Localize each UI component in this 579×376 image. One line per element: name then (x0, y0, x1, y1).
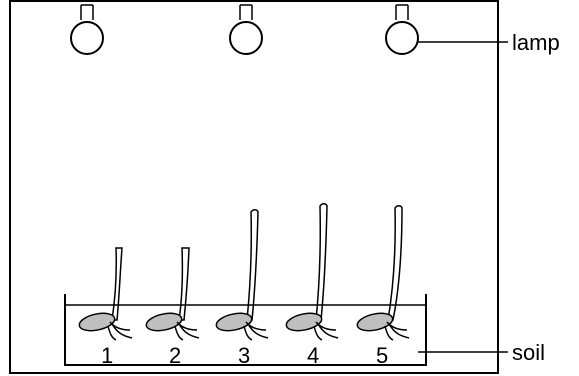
seedling-1 (78, 247, 133, 341)
seed-4 (285, 312, 323, 332)
soil-tray (64, 294, 427, 366)
roots-3 (243, 321, 269, 341)
seedling-4 (285, 203, 339, 341)
lamp-1 (70, 4, 104, 55)
seedling-5 (356, 205, 410, 341)
roots-4 (313, 321, 339, 341)
roots-5 (384, 321, 410, 341)
seedling-2 (145, 247, 200, 341)
seed-3 (215, 312, 253, 332)
seedling-number-5: 5 (376, 343, 388, 368)
roots-1 (107, 321, 133, 341)
chamber-box (9, 0, 499, 374)
lamp-2 (229, 4, 263, 55)
seedling-number-3: 3 (238, 343, 250, 368)
roots-2 (174, 321, 200, 341)
seed-2 (145, 312, 183, 332)
seedling-number-1: 1 (101, 343, 113, 368)
soil-label: soil (512, 340, 545, 365)
seedling-number-2: 2 (169, 343, 181, 368)
lamp-3 (385, 4, 419, 55)
seed-5 (356, 312, 394, 332)
seed-1 (78, 312, 116, 332)
lamp-label: lamp (512, 30, 560, 55)
seedling-3 (215, 209, 269, 341)
seedling-number-4: 4 (307, 343, 319, 368)
